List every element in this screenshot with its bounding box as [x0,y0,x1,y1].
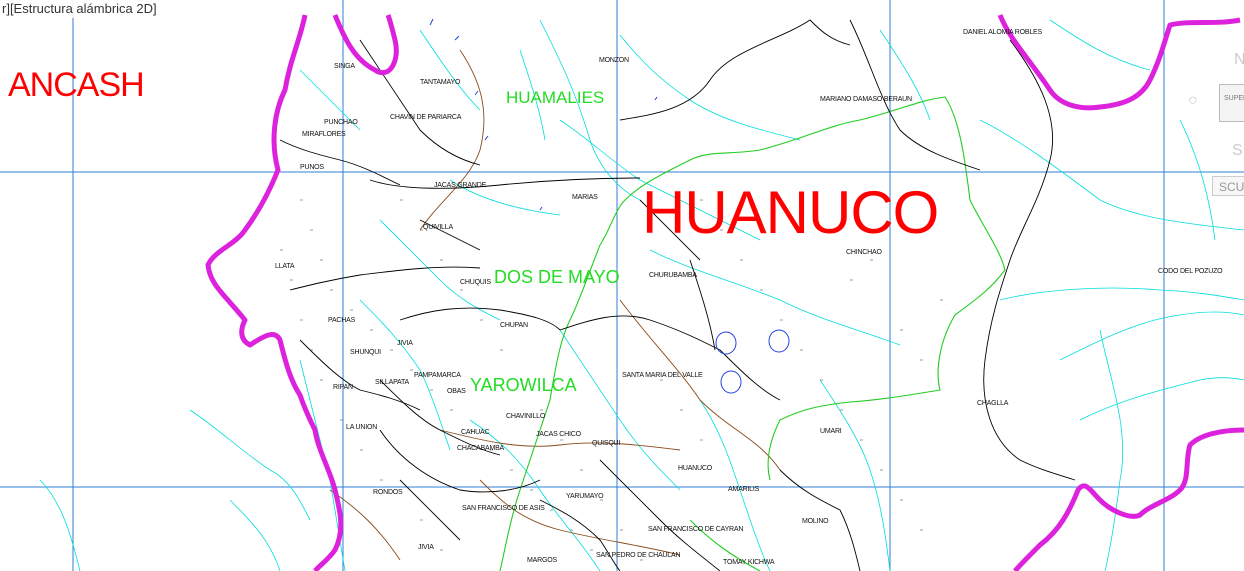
place-label: UMARI [820,428,842,435]
place-label: CODO DEL POZUZO [1158,268,1223,275]
place-label: PACHAS [328,317,356,324]
place-label: AMARILIS [728,486,760,493]
region-label-huanuco: HUANUCO [642,179,939,246]
place-label: SINGA [334,63,355,70]
place-label: OBAS [447,388,466,395]
place-label: JACAS CHICO [536,431,581,438]
place-label: QUISQUI [592,440,621,447]
place-label: SHUNQUI [350,349,381,356]
province-label-dos-de-mayo: DOS DE MAYO [494,267,620,287]
place-label: JACAS GRANDE [434,182,487,189]
place-label: CHACABAMBA [457,445,505,452]
place-label: PAMPAMARCA [414,372,461,379]
place-label: SAN PEDRO DE CHAULAN [596,552,681,559]
place-label: JIVIA [397,340,413,347]
place-label: MOLINO [802,518,829,525]
terrain-hatch [280,199,943,561]
place-label: LLATA [275,263,295,270]
place-label: RIPAN [333,384,353,391]
place-label: CAHUAC [461,429,490,436]
place-label: MIRAFLORES [302,131,346,138]
place-label: YARUMAYO [566,493,604,500]
lakes [429,18,790,394]
region-label-ancash: ANCASH [8,66,145,104]
region-borders [205,14,1244,571]
place-label: CHAVIN DE PARIARCA [390,114,462,121]
province-label-huamalies: HUAMALIES [506,88,605,107]
viewport-caption: r][Estructura alámbrica 2D] [0,0,161,18]
place-label: CHUQUIS [460,279,491,286]
place-label: CHUPAN [500,322,528,329]
compass-north-label[interactable]: N [1234,51,1244,68]
place-label: MONZON [599,57,629,64]
place-label: DANIEL ALOMIA ROBLES [963,29,1042,36]
place-label: QUIVILLA [423,224,453,231]
place-label: MARIAS [572,194,598,201]
place-label: CHURUBAMBA [649,272,697,279]
place-label: CHAVINILLO [506,413,546,420]
place-label: CHINCHAO [846,249,882,256]
river-network [39,19,1244,571]
place-label: SAN FRANCISCO DE ASIS [462,505,545,512]
place-label: MARIANO DAMASO BERAUN [820,96,912,103]
place-label: RONDOS [373,489,403,496]
place-label: HUANUCO [678,465,712,472]
road-network [329,49,781,561]
place-label: SANTA MARIA DEL VALLE [622,372,703,379]
place-label: MARGOS [527,557,557,564]
wcs-menu-button[interactable]: SCU [1212,176,1244,196]
place-label: TOMAY KICHWA [723,559,775,566]
view-cube-icon[interactable]: SUPERIOR [1219,84,1244,122]
place-label: PUNOS [300,164,324,171]
place-label: TANTAMAYO [420,79,461,86]
place-label: LA UNION [346,424,378,431]
province-borders [499,96,1006,571]
district-borders [279,19,1076,571]
compass-south-label[interactable]: S [1232,142,1243,159]
place-label: SAN FRANCISCO DE CAYRAN [648,526,744,533]
place-label: PUNCHAO [324,119,358,126]
place-label: JIVIA [418,544,434,551]
place-label: SILLAPATA [375,379,409,386]
province-label-yarowilca: YAROWILCA [470,375,577,395]
compass-ring-icon[interactable]: ○ [1188,92,1198,109]
place-label: CHAGLLA [977,400,1009,407]
